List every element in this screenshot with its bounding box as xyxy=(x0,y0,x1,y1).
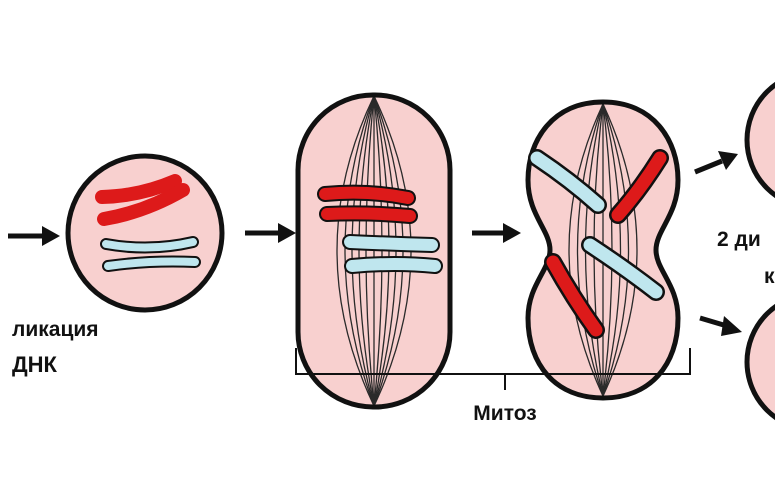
chromosome-blue xyxy=(530,151,605,212)
arrow-1 xyxy=(8,226,60,246)
chromosome-red xyxy=(95,174,190,226)
arrow-lower xyxy=(699,315,742,336)
arrow-2 xyxy=(245,223,296,243)
cell-metaphase xyxy=(295,92,453,410)
label-replication-line2: ДНК xyxy=(12,352,58,377)
arrow-upper xyxy=(694,151,738,175)
cell-anaphase xyxy=(525,99,681,401)
daughter-cell-lower xyxy=(744,303,775,421)
mitosis-bracket xyxy=(295,348,691,390)
label-daughter-line1: 2 ди xyxy=(717,228,761,251)
daughter-cell-upper xyxy=(744,81,775,199)
chromosome-blue xyxy=(344,236,441,272)
chromosome-red xyxy=(611,151,667,222)
arrow-3 xyxy=(472,223,521,243)
label-mitosis: Митоз xyxy=(473,402,536,425)
label-replication-line1: ликация xyxy=(12,318,99,341)
chromosome-red xyxy=(319,186,416,222)
cell-replicated xyxy=(65,153,225,313)
chromosome-red xyxy=(546,255,603,337)
label-daughter-line2: к xyxy=(764,265,775,288)
chromosome-blue xyxy=(583,238,663,299)
